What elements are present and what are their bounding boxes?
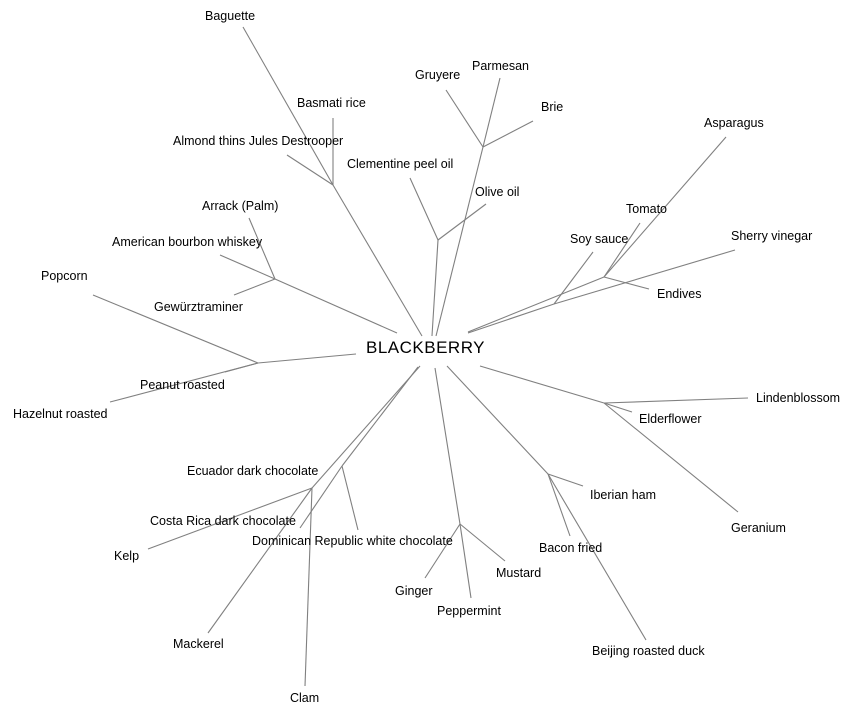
branch-edge xyxy=(435,146,484,337)
leaf-label: Ecuador dark chocolate xyxy=(187,464,319,478)
leaf-label: Clam xyxy=(290,691,320,705)
leaf-edge xyxy=(286,154,334,186)
leaf-label: Asparagus xyxy=(704,116,764,130)
leaf-edge xyxy=(341,465,359,531)
leaf-edge xyxy=(299,465,343,529)
leaf-label: American bourbon whiskey xyxy=(112,235,263,249)
leaf-edge xyxy=(547,473,647,641)
leaf-label: Arrack (Palm) xyxy=(202,199,279,213)
leaf-edge xyxy=(147,487,313,550)
leaf-label: Gruyere xyxy=(415,68,461,82)
leaf-label: Kelp xyxy=(114,549,140,563)
leaf-edge xyxy=(459,523,472,599)
leaf-label: Gewürztraminer xyxy=(154,300,243,314)
branch-edge xyxy=(446,365,549,475)
branch-edge xyxy=(467,276,605,333)
leaf-edge xyxy=(248,217,276,280)
leaf-label: Mustard xyxy=(496,566,542,580)
leaf-edge xyxy=(445,89,484,148)
leaf-label: Sherry vinegar xyxy=(731,229,813,243)
branch-edge xyxy=(431,239,439,337)
leaf-label: Beijing roasted duck xyxy=(592,644,705,658)
leaf-edge xyxy=(233,278,276,296)
leaf-label: Bacon fried xyxy=(539,541,603,555)
leaf-edge xyxy=(547,473,571,537)
root-node-label: BLACKBERRY xyxy=(366,338,486,357)
leaf-edge xyxy=(207,487,313,634)
leaf-label: Endives xyxy=(657,287,702,301)
leaf-label: Almond thins Jules Destrooper xyxy=(173,134,344,148)
leaf-edge xyxy=(603,276,650,290)
leaf-label: Geranium xyxy=(731,521,786,535)
leaf-edge xyxy=(92,294,259,364)
branch-edge xyxy=(434,367,461,525)
leaf-label: Ginger xyxy=(395,584,433,598)
leaf-edge xyxy=(603,222,641,278)
branch-edge xyxy=(311,365,421,489)
branch-edge xyxy=(341,366,419,467)
leaf-label: Soy sauce xyxy=(570,232,629,246)
branch-edge xyxy=(257,353,357,364)
leaf-edge xyxy=(482,77,501,148)
leaf-edge xyxy=(547,473,584,487)
leaf-label: Lindenblossom xyxy=(756,391,841,405)
leaf-edge xyxy=(603,136,727,278)
leaf-edge xyxy=(603,402,739,513)
leaf-label: Brie xyxy=(541,100,564,114)
leaf-label: Popcorn xyxy=(41,269,88,283)
leaf-edge xyxy=(603,402,633,413)
leaf-edge xyxy=(242,26,334,186)
leaf-label: Baguette xyxy=(205,9,256,23)
leaf-edge xyxy=(553,249,736,305)
leaf-edge xyxy=(424,523,461,579)
leaf-edge xyxy=(553,251,594,305)
leaf-edge xyxy=(304,487,313,687)
leaf-label: Parmesan xyxy=(472,59,529,73)
leaf-edge xyxy=(219,254,276,280)
leaf-label: Iberian ham xyxy=(590,488,657,502)
leaf-edge xyxy=(482,120,534,148)
leaf-label: Tomato xyxy=(626,202,667,216)
leaf-label: Peanut roasted xyxy=(140,378,225,392)
leaf-edge xyxy=(459,523,506,562)
leaf-label: Olive oil xyxy=(475,185,520,199)
leaf-label: Peppermint xyxy=(437,604,501,618)
leaf-label: Dominican Republic white chocolate xyxy=(252,534,453,548)
leaf-label: Hazelnut roasted xyxy=(13,407,108,421)
leaf-label: Clementine peel oil xyxy=(347,157,454,171)
leaf-label: Basmati rice xyxy=(297,96,366,110)
branch-edge xyxy=(274,278,398,334)
branch-edge xyxy=(479,365,605,404)
leaf-label: Costa Rica dark chocolate xyxy=(150,514,296,528)
leaf-edge xyxy=(109,362,259,403)
leaf-edge xyxy=(409,177,439,241)
leaf-label: Mackerel xyxy=(173,637,224,651)
leaf-edge xyxy=(437,203,487,241)
branch-edge xyxy=(332,184,423,337)
branch-edge xyxy=(467,303,555,334)
leaf-edge xyxy=(603,397,749,404)
leaf-label: Elderflower xyxy=(639,412,702,426)
